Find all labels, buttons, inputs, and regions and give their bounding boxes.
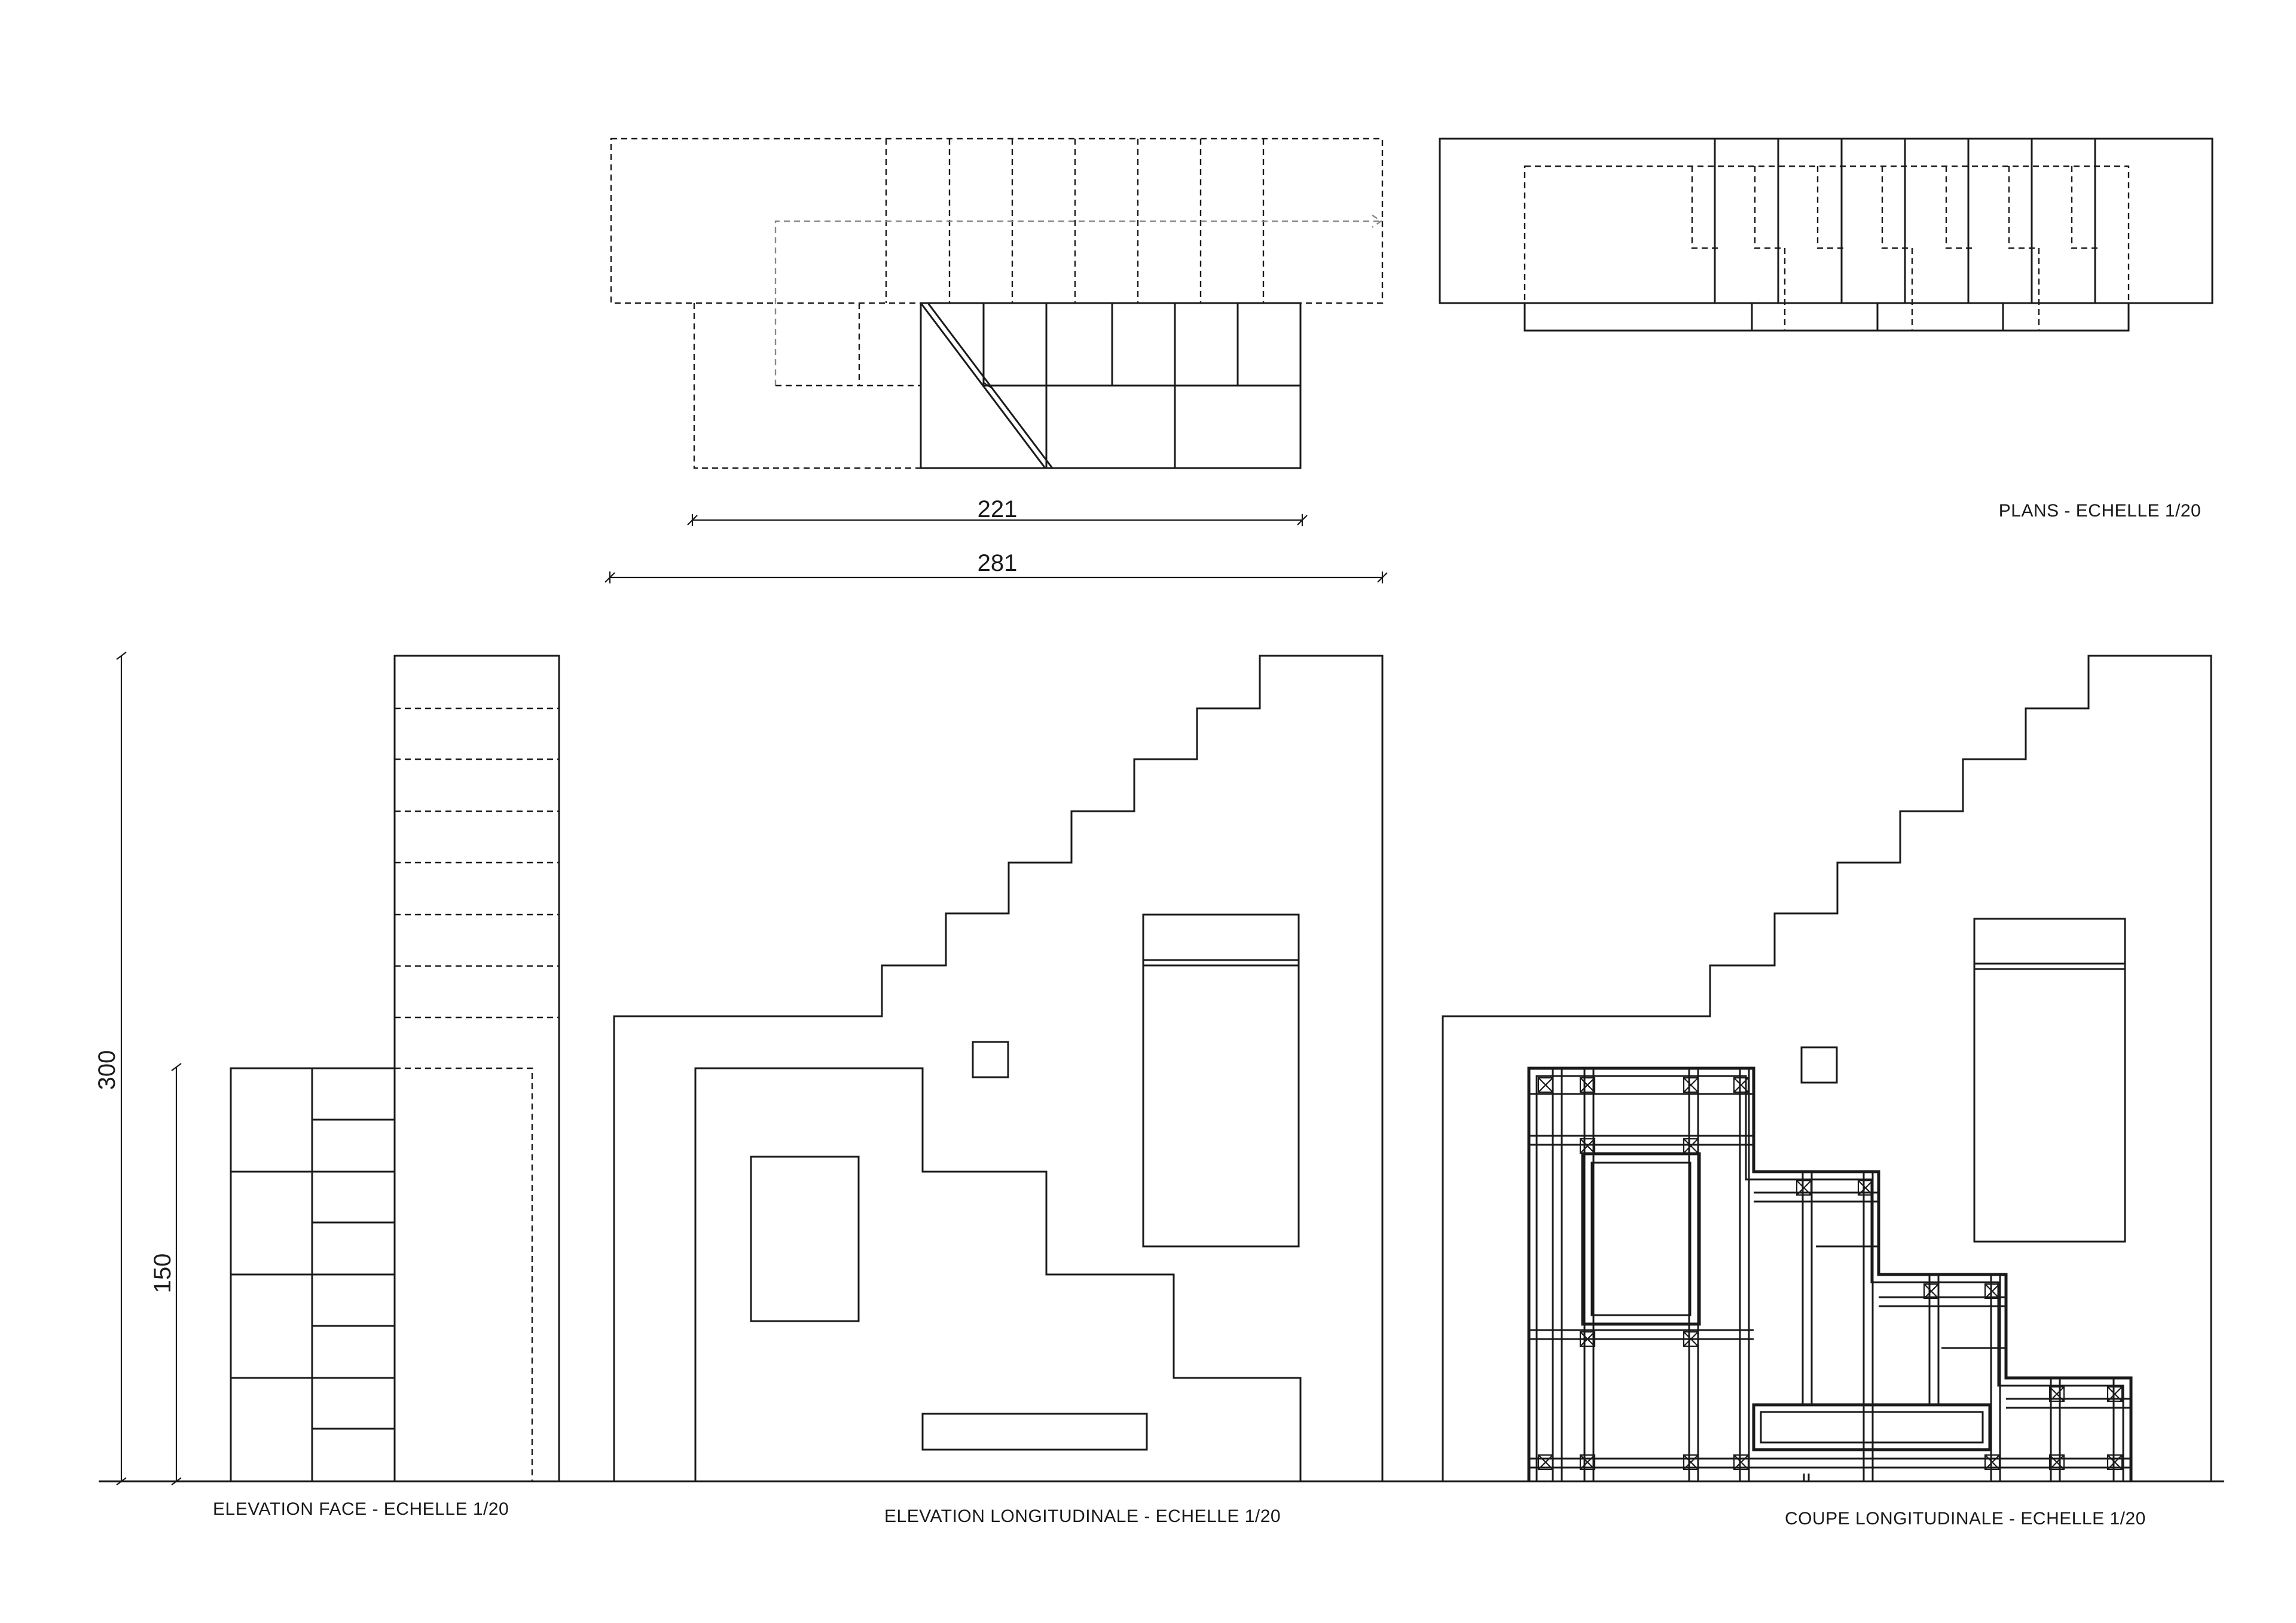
dimension-line-221: 221 xyxy=(687,496,1308,526)
dimension-221-text: 221 xyxy=(978,496,1018,522)
elevation-face xyxy=(230,655,560,1483)
dimension-300-text: 300 xyxy=(94,1050,120,1090)
dimension-150-text: 150 xyxy=(149,1254,176,1294)
plans-scale-label: PLANS - ECHELLE 1/20 xyxy=(1999,501,2202,521)
plan-view-section xyxy=(1439,137,2213,332)
timber-post-markers xyxy=(1537,1077,2123,1471)
dimension-281-text: 281 xyxy=(978,550,1018,576)
dimension-line-300: 300 xyxy=(94,652,127,1486)
dimension-line-150: 150 xyxy=(149,1063,182,1486)
plan-view-stair xyxy=(610,137,1384,469)
elevation-longitudinale-label: ELEVATION LONGITUDINALE - ECHELLE 1/20 xyxy=(884,1506,1281,1526)
coupe-longitudinale-label: COUPE LONGITUDINALE - ECHELLE 1/20 xyxy=(1785,1509,2146,1529)
coupe-longitudinale xyxy=(1442,655,2212,1481)
elevation-face-label: ELEVATION FACE - ECHELLE 1/20 xyxy=(213,1499,509,1519)
elevation-longitudinale xyxy=(613,655,1384,1481)
dimension-line-281: 281 xyxy=(604,550,1388,583)
